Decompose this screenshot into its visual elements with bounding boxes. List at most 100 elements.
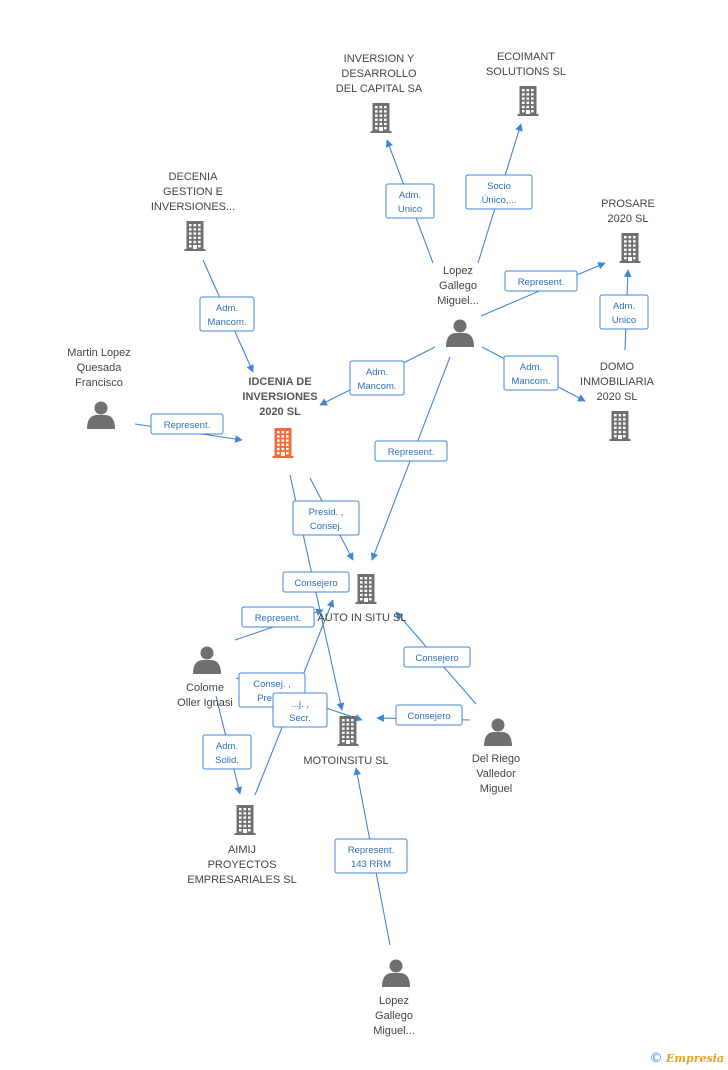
edge-label-text: Consejero bbox=[294, 578, 337, 589]
edge-label-text: Socio bbox=[487, 181, 511, 192]
edge-label-text: Represent. bbox=[164, 420, 210, 431]
idcenia-building-icon[interactable] bbox=[272, 428, 294, 458]
edge-label-lopez1-to-idcenia[interactable]: Adm.Mancom. bbox=[349, 360, 405, 396]
node-label-line: Del Riego bbox=[472, 753, 520, 765]
edge-label-text: Mancom. bbox=[207, 317, 246, 328]
node-label-line: Miguel bbox=[480, 783, 512, 795]
node-label-line: INMOBILIARIA bbox=[580, 376, 655, 388]
edge-label-text: Adm. bbox=[399, 190, 421, 201]
edge-label-text: Adm. bbox=[520, 362, 542, 373]
edge-label-lopez1-to-ecoimant[interactable]: SocioÚnico,... bbox=[465, 174, 533, 210]
edge-label-lopez1-to-autoinsitu[interactable]: Represent. bbox=[374, 440, 448, 462]
edge-label-idcenia-to-autoinsitu[interactable]: Presid. , Consej. bbox=[292, 500, 360, 536]
node-label-line: Gallego bbox=[439, 280, 477, 292]
node-label-line: Martin Lopez bbox=[67, 347, 131, 359]
node-label-line: DOMO bbox=[600, 361, 635, 373]
idcenia-label: IDCENIA DE INVERSIONES 2020 SL bbox=[242, 376, 317, 418]
node-label-line: Oller Ignasi bbox=[177, 697, 233, 709]
node-label-line: 2020 SL bbox=[608, 213, 649, 225]
node-label-line: INVERSIONES bbox=[242, 391, 317, 403]
decenia-building-icon[interactable] bbox=[184, 221, 206, 251]
edge-label-lopez1-to-prosare[interactable]: Represent. bbox=[504, 270, 578, 292]
node-label-line: DECENIA bbox=[169, 171, 219, 183]
node-label-line: Miguel... bbox=[437, 295, 479, 307]
edge-label-text: Presid. bbox=[257, 693, 287, 704]
edge-label-text: Represent. bbox=[388, 447, 434, 458]
node-label-line: Valledor bbox=[476, 768, 516, 780]
edge-label-text: Represent. bbox=[518, 277, 564, 288]
prosare-building-icon[interactable] bbox=[619, 233, 641, 263]
edge-label-text: Secr. bbox=[289, 713, 311, 724]
lopez1-label: LopezGallegoMiguel... bbox=[437, 265, 479, 307]
node-label-line: INVERSIONES... bbox=[151, 201, 235, 213]
edge-label-text: Consej. bbox=[310, 521, 342, 532]
decenia-label: DECENIA GESTION E INVERSIONES... bbox=[151, 171, 235, 213]
edge-label-colome-to-aimij[interactable]: Adm. Solid. bbox=[202, 734, 252, 770]
edge-label-text: Adm. bbox=[366, 367, 388, 378]
delriego-person-icon[interactable] bbox=[484, 718, 512, 747]
node-label-line: IDCENIA DE bbox=[248, 376, 311, 388]
edge-label-text: Único,... bbox=[482, 195, 517, 206]
edge-label-text: Adm. bbox=[216, 741, 238, 752]
node-label-line: INVERSION Y bbox=[344, 53, 415, 65]
brand-name: Empresia bbox=[665, 1052, 724, 1065]
edge-label-decenia-to-idcenia[interactable]: Adm. Mancom. bbox=[199, 296, 255, 332]
edge-label-idcenia-to-motoinsitu[interactable]: Consejero bbox=[282, 571, 350, 593]
edge-label-text: Adm. bbox=[216, 303, 238, 314]
edge-label-colome-to-autoinsitu[interactable]: Represent. bbox=[241, 606, 315, 628]
node-label-line: Colome bbox=[186, 682, 224, 694]
brand-footer: © Empresia bbox=[649, 1051, 724, 1066]
domo-building-icon[interactable] bbox=[609, 411, 631, 441]
node-label-line: Francisco bbox=[75, 377, 123, 389]
lopez2-person-icon[interactable] bbox=[382, 959, 410, 988]
edge-label-text: Unico bbox=[612, 315, 636, 326]
node-label-line: MOTOINSITU SL bbox=[303, 755, 388, 767]
edge-label-martin-to-idcenia[interactable]: Represent. bbox=[150, 413, 224, 435]
aimij-building-icon[interactable] bbox=[234, 805, 256, 835]
node-label-line: SOLUTIONS SL bbox=[486, 66, 566, 78]
node-label-line: AUTO IN SITU SL bbox=[317, 612, 406, 624]
node-label-line: PROSARE bbox=[601, 198, 655, 210]
node-label-line: Gallego bbox=[375, 1010, 413, 1022]
ecoimant-building-icon[interactable] bbox=[517, 86, 539, 116]
inversion-building-icon[interactable] bbox=[370, 103, 392, 133]
edge-label-lopez1-to-inversion[interactable]: Adm.Unico bbox=[385, 183, 435, 219]
node-label-line: GESTION E bbox=[163, 186, 223, 198]
node-label-line: PROYECTOS bbox=[208, 859, 277, 871]
prosare-label: PROSARE 2020 SL bbox=[601, 198, 655, 225]
edge-label-text: Solid. bbox=[215, 755, 239, 766]
node-label-line: AIMIJ bbox=[228, 844, 256, 856]
edge-label-text: Consej. , bbox=[253, 679, 291, 690]
edge-label-aimij-to-autoinsitu[interactable]: ...j. , Secr. bbox=[272, 692, 328, 728]
colome-person-icon[interactable] bbox=[193, 646, 221, 675]
edge-label-text: Represent. bbox=[348, 845, 394, 856]
martin-person-icon[interactable] bbox=[87, 401, 115, 430]
domo-label: DOMO INMOBILIARIA 2020 SL bbox=[580, 361, 655, 403]
autoinsitu-building-icon[interactable] bbox=[355, 574, 377, 604]
node-label-line: DESARROLLO bbox=[341, 68, 417, 80]
edge-label-text: ...j. , bbox=[291, 699, 309, 710]
lopez2-label: LopezGallegoMiguel... bbox=[373, 995, 415, 1037]
edge-label-text: Presid. , bbox=[309, 507, 344, 518]
motoinsitu-building-icon[interactable] bbox=[337, 716, 359, 746]
edge-label-lopez1-to-domo[interactable]: Adm. Mancom. bbox=[503, 355, 559, 391]
node-label-line: Quesada bbox=[77, 362, 123, 374]
edge-label-lopez2-to-motoinsitu[interactable]: Represent.143 RRM bbox=[334, 838, 408, 874]
edge-label-delriego-to-autoinsitu[interactable]: Consejero bbox=[403, 646, 471, 668]
aimij-label: AIMIJ PROYECTOS EMPRESARIALES SL bbox=[187, 844, 296, 886]
lopez1-person-icon[interactable] bbox=[446, 319, 474, 348]
edge-label-delriego-to-motoinsitu[interactable]: Consejero bbox=[395, 704, 463, 726]
node-label-line: Miguel... bbox=[373, 1025, 415, 1037]
edge-label-text: Mancom. bbox=[511, 376, 550, 387]
node-label-line: 2020 SL bbox=[597, 391, 638, 403]
motoinsitu-label: MOTOINSITU SL bbox=[303, 755, 388, 767]
node-label-line: EMPRESARIALES SL bbox=[187, 874, 296, 886]
edge-label-domo-to-prosare[interactable]: Adm.Unico bbox=[599, 294, 649, 330]
node-label-line: Lopez bbox=[379, 995, 409, 1007]
node-label-line: 2020 SL bbox=[259, 406, 301, 418]
